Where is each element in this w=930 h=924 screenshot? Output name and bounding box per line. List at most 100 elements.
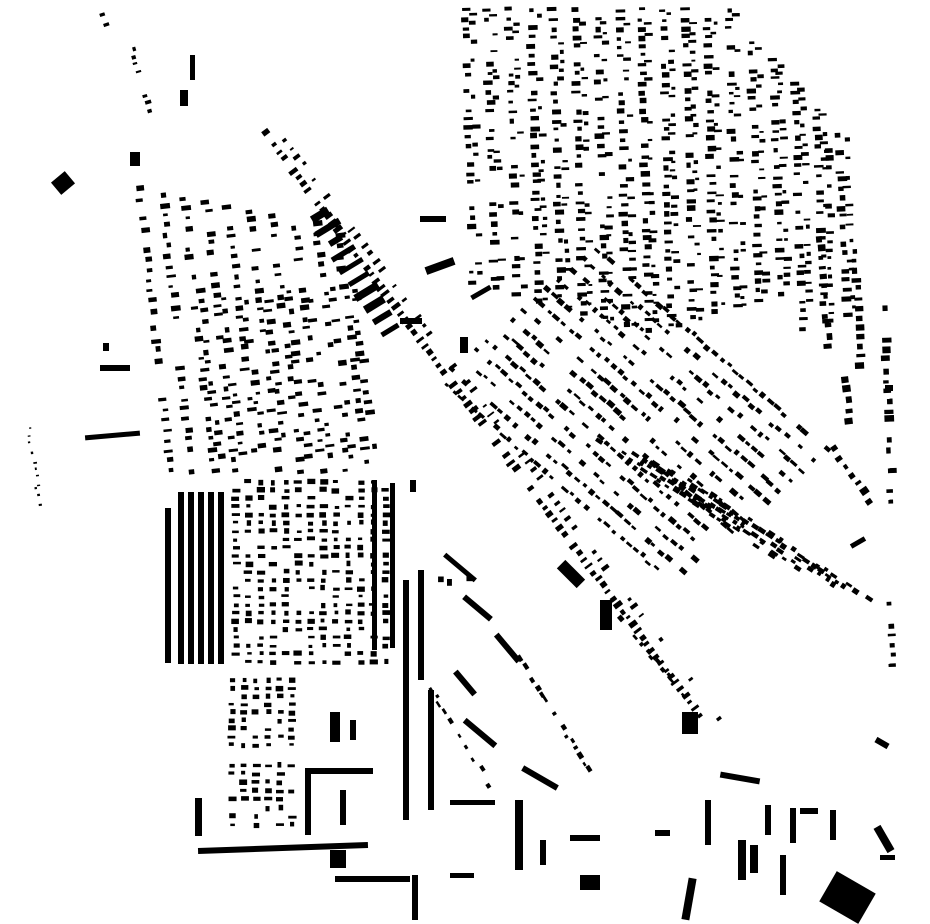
building — [257, 643, 263, 647]
building — [493, 419, 500, 425]
building — [820, 236, 826, 240]
building — [231, 504, 240, 508]
building — [359, 436, 369, 442]
building — [718, 256, 725, 259]
building — [469, 206, 475, 211]
building — [678, 490, 688, 499]
building — [382, 610, 390, 615]
building — [603, 78, 608, 82]
building — [508, 173, 517, 179]
building — [750, 530, 760, 539]
building — [356, 586, 365, 592]
building — [560, 462, 570, 471]
building — [657, 405, 664, 413]
building — [344, 295, 350, 300]
building — [341, 412, 349, 418]
building — [584, 562, 593, 570]
building — [618, 211, 628, 217]
building — [625, 614, 631, 620]
building — [271, 619, 276, 625]
building — [626, 502, 635, 510]
building — [597, 125, 605, 129]
building — [768, 422, 775, 428]
building — [662, 191, 671, 197]
building — [705, 134, 715, 141]
building — [530, 90, 538, 96]
building — [640, 52, 646, 56]
building — [535, 497, 544, 506]
building — [618, 164, 627, 170]
building — [773, 176, 783, 180]
building — [319, 512, 327, 518]
building — [483, 374, 488, 380]
building — [658, 636, 664, 643]
building — [694, 458, 703, 466]
building — [817, 244, 826, 252]
building — [230, 685, 236, 691]
building — [794, 145, 803, 149]
building — [762, 271, 771, 276]
building — [734, 49, 741, 52]
building — [730, 266, 740, 271]
building — [265, 329, 274, 335]
building — [631, 484, 640, 493]
building — [467, 179, 474, 184]
building — [477, 270, 483, 275]
building — [359, 578, 365, 582]
building — [655, 445, 660, 450]
building — [503, 26, 513, 31]
building — [244, 512, 253, 518]
building — [605, 318, 612, 325]
building — [639, 493, 648, 501]
building — [208, 239, 215, 244]
building — [347, 270, 371, 288]
building — [600, 417, 607, 423]
building — [195, 287, 206, 294]
building — [745, 379, 754, 387]
building — [184, 253, 194, 261]
building — [224, 417, 233, 422]
building — [274, 437, 282, 442]
large-building — [305, 770, 311, 835]
building — [537, 178, 545, 182]
building — [659, 511, 666, 518]
building — [563, 734, 569, 739]
building — [669, 375, 675, 381]
building — [783, 432, 791, 439]
building — [619, 535, 626, 542]
building — [332, 660, 341, 665]
building — [576, 295, 583, 302]
large-building — [403, 580, 409, 820]
building — [683, 489, 693, 499]
building — [828, 311, 835, 315]
building — [259, 651, 264, 655]
building — [205, 426, 212, 433]
building — [693, 160, 699, 165]
building — [733, 257, 739, 261]
building — [655, 383, 664, 392]
building — [692, 224, 702, 228]
building — [665, 249, 671, 253]
large-building — [682, 712, 698, 734]
building — [792, 110, 801, 116]
building — [258, 595, 265, 600]
building — [284, 354, 293, 359]
building — [669, 395, 677, 403]
building — [637, 63, 647, 67]
building — [529, 357, 538, 366]
building — [309, 611, 314, 615]
building — [489, 165, 497, 171]
building — [678, 566, 688, 576]
building — [575, 183, 583, 187]
building — [448, 365, 456, 373]
building — [667, 294, 675, 299]
building — [618, 414, 627, 422]
building — [244, 618, 252, 624]
building — [509, 317, 516, 324]
building — [295, 628, 303, 632]
building — [641, 228, 651, 233]
building — [810, 457, 817, 463]
building — [663, 221, 672, 225]
building — [730, 508, 740, 518]
